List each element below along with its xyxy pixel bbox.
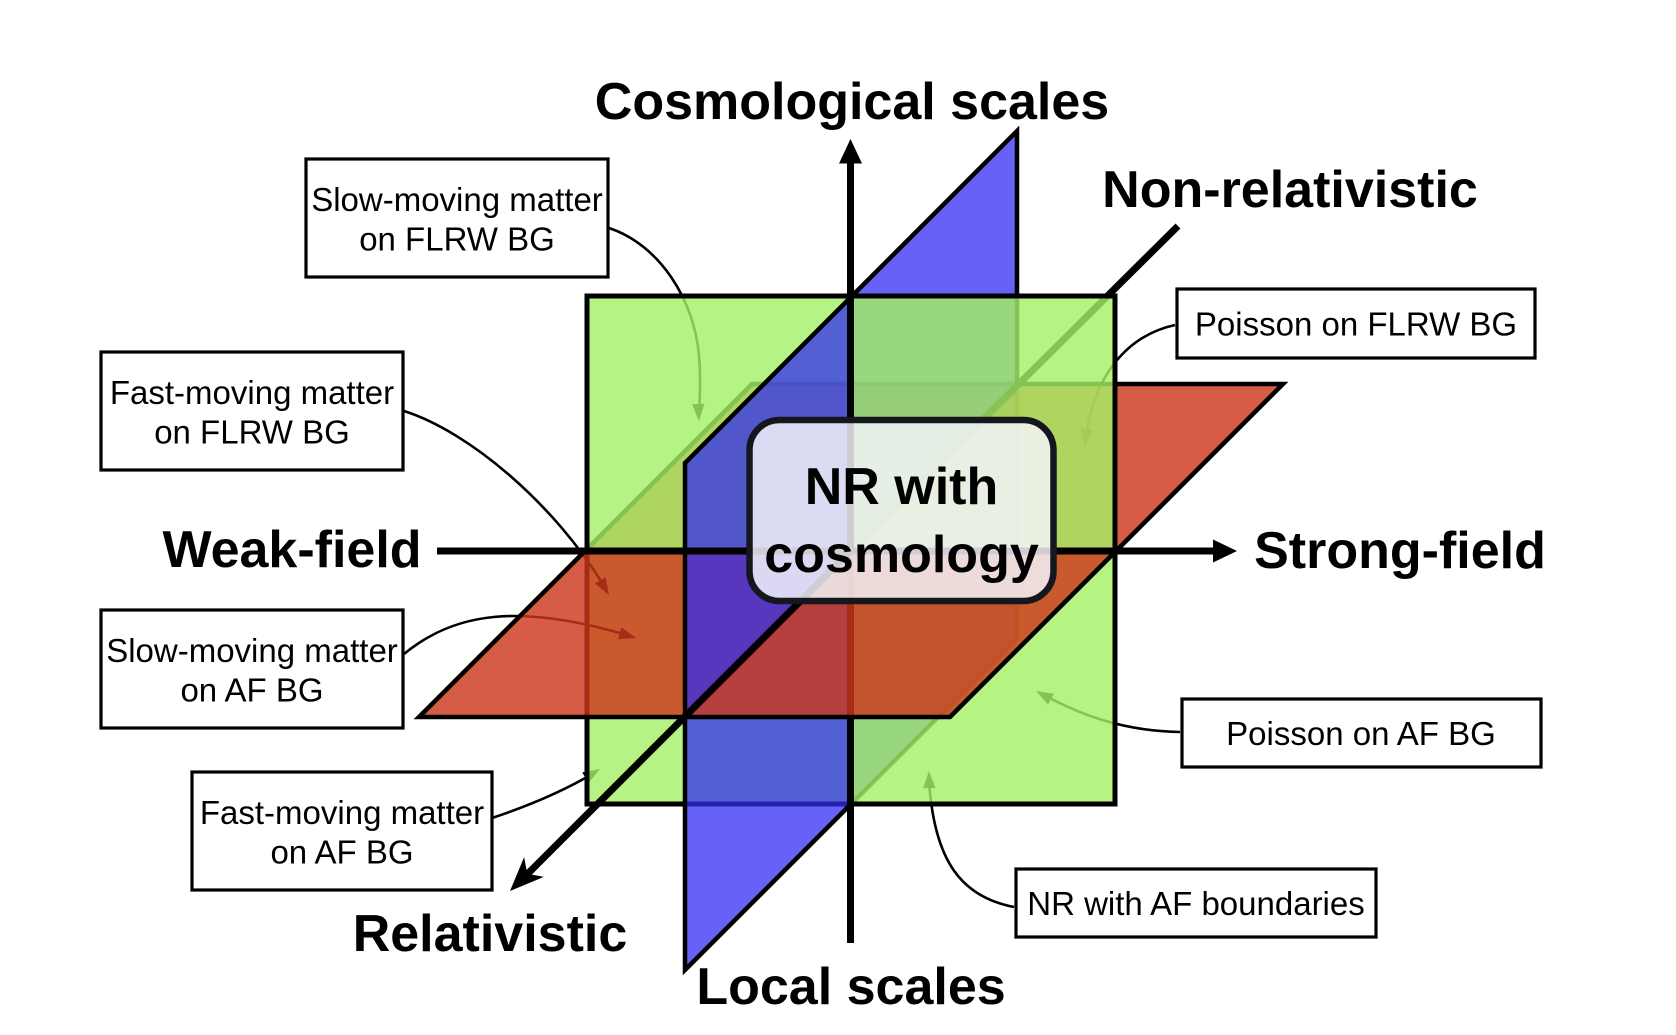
svg-text:Poisson on FLRW BG: Poisson on FLRW BG bbox=[1195, 306, 1517, 343]
svg-text:Slow-moving matter: Slow-moving matter bbox=[311, 181, 603, 218]
svg-text:Weak-field: Weak-field bbox=[162, 521, 421, 579]
svg-text:on AF BG: on AF BG bbox=[270, 834, 413, 871]
svg-text:Poisson on AF BG: Poisson on AF BG bbox=[1226, 715, 1496, 752]
svg-text:Fast-moving matter: Fast-moving matter bbox=[200, 794, 484, 831]
svg-text:on FLRW BG: on FLRW BG bbox=[154, 414, 350, 451]
svg-text:Slow-moving matter: Slow-moving matter bbox=[106, 632, 398, 669]
svg-text:Relativistic: Relativistic bbox=[353, 905, 628, 963]
svg-text:on FLRW BG: on FLRW BG bbox=[359, 221, 555, 258]
svg-text:Non-relativistic: Non-relativistic bbox=[1102, 161, 1478, 219]
svg-text:NR with: NR with bbox=[805, 458, 999, 516]
svg-text:on AF BG: on AF BG bbox=[180, 672, 323, 709]
svg-text:NR with AF boundaries: NR with AF boundaries bbox=[1027, 885, 1365, 922]
svg-text:Local scales: Local scales bbox=[696, 958, 1005, 1016]
svg-text:Cosmological scales: Cosmological scales bbox=[595, 73, 1109, 131]
svg-text:Strong-field: Strong-field bbox=[1254, 522, 1546, 580]
svg-text:Fast-moving matter: Fast-moving matter bbox=[110, 374, 394, 411]
svg-text:cosmology: cosmology bbox=[764, 526, 1039, 584]
